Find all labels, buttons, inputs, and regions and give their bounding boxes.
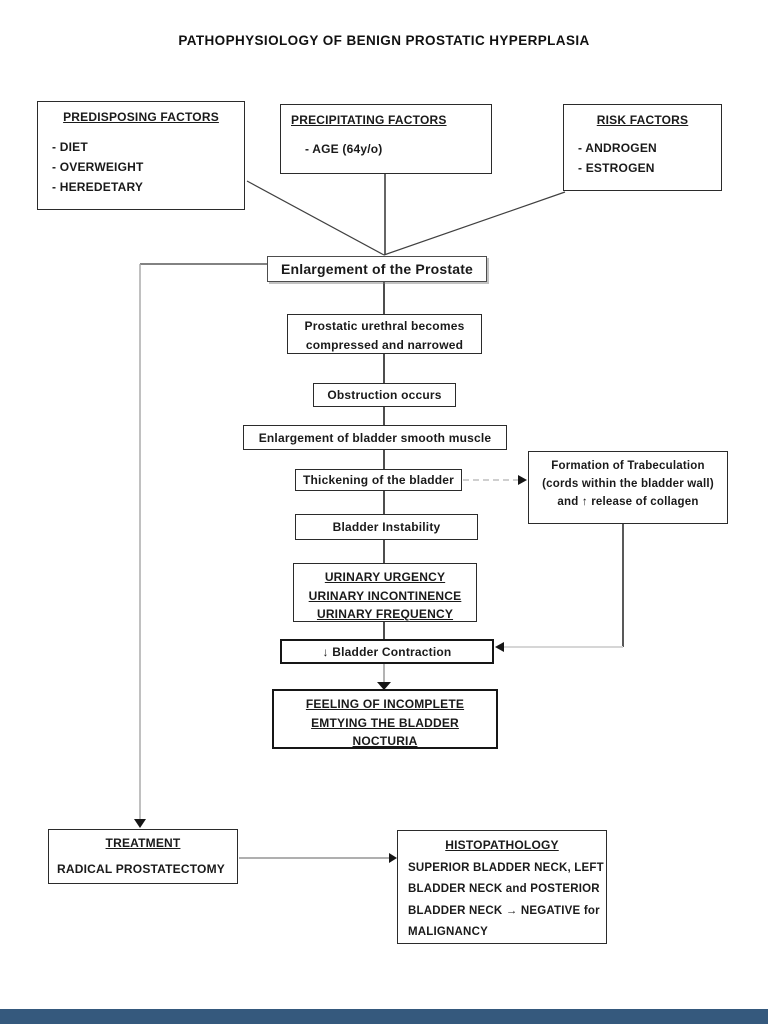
precipitating-heading: PRECIPITATING FACTORS [291, 113, 447, 127]
histopathology-body: SUPERIOR BLADDER NECK, LEFT BLADDER NECK… [408, 862, 604, 938]
predisposing-list: - DIET - OVERWEIGHT - HEREDETARY [38, 124, 244, 194]
bladder-smooth-muscle-box: Enlargement of bladder smooth muscle [243, 425, 507, 450]
precipitating-list: - AGE (64y/o) [291, 127, 491, 156]
thickening-of-bladder-box: Thickening of the bladder [295, 469, 462, 491]
predisposing-factors-box: PREDISPOSING FACTORS - DIET - OVERWEIGHT… [37, 101, 245, 210]
predisposing-heading: PREDISPOSING FACTORS [63, 110, 219, 124]
viewer-footer-bar [0, 1009, 768, 1024]
list-item: - HEREDETARY [52, 180, 144, 194]
line-predisposing-to-enlargement [246, 180, 385, 256]
formation-of-trabeculation-box: Formation of Trabeculation (cords within… [528, 451, 728, 524]
treatment-body: RADICAL PROSTATECTOMY [57, 862, 225, 876]
incomplete-emptying-box: FEELING OF INCOMPLETE EMTYING THE BLADDE… [272, 689, 498, 749]
bladder-contraction-box: ↓ Bladder Contraction [280, 639, 494, 664]
list-item: - ESTROGEN [578, 161, 655, 175]
treatment-heading: TREATMENT [105, 836, 181, 850]
bladder-instability-box: Bladder Instability [295, 514, 478, 540]
risk-heading: RISK FACTORS [596, 113, 689, 127]
arrowhead-down-feeling [377, 682, 391, 690]
line-risk-to-enlargement [383, 191, 566, 256]
urinary-symptoms-box: URINARY URGENCY URINARY INCONTINENCE URI… [293, 563, 477, 622]
arrowhead-right-histopathology [389, 853, 397, 863]
arrowhead-right-formation [518, 475, 527, 485]
histopathology-box: HISTOPATHOLOGY SUPERIOR BLADDER NECK, LE… [397, 830, 607, 944]
risk-factors-box: RISK FACTORS - ANDROGEN - ESTROGEN [563, 104, 722, 191]
treatment-box: TREATMENT RADICAL PROSTATECTOMY [48, 829, 238, 884]
enlargement-of-prostate-box: Enlargement of the Prostate [267, 256, 487, 282]
list-item: - DIET [52, 140, 88, 154]
arrowhead-down-treatment [134, 819, 146, 828]
histopathology-heading: HISTOPATHOLOGY [445, 838, 559, 852]
list-item: - ANDROGEN [578, 141, 657, 155]
precipitating-factors-box: PRECIPITATING FACTORS - AGE (64y/o) [280, 104, 492, 174]
risk-list: - ANDROGEN - ESTROGEN [564, 127, 721, 175]
list-item: - OVERWEIGHT [52, 160, 144, 174]
arrowhead-left-contraction [495, 642, 504, 652]
obstruction-occurs-box: Obstruction occurs [313, 383, 456, 407]
list-item: - AGE (64y/o) [305, 142, 383, 156]
prostatic-urethral-box: Prostatic urethral becomes compressed an… [287, 314, 482, 354]
page-title: PATHOPHYSIOLOGY OF BENIGN PROSTATIC HYPE… [178, 33, 590, 48]
